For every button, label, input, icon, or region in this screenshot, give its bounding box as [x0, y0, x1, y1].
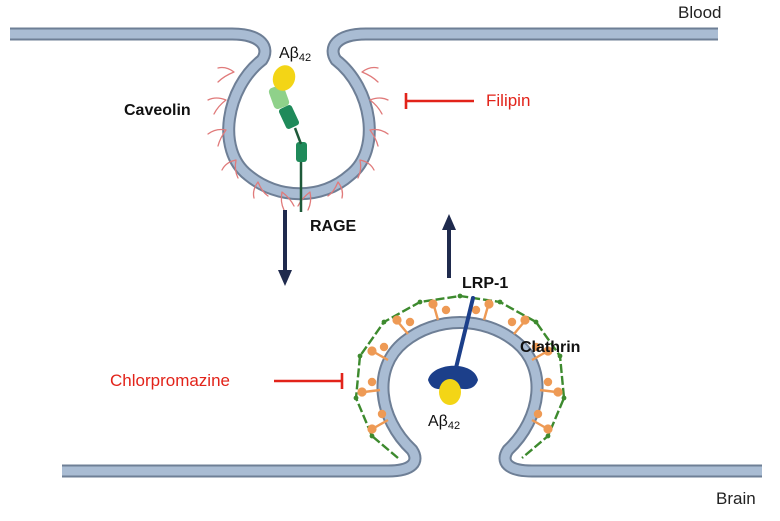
amyloid-label-bottom: Aβ42 — [428, 414, 460, 432]
amyloid-beta-brain — [439, 379, 461, 405]
rage-domain — [296, 142, 307, 162]
adaptor — [367, 342, 389, 362]
lrp1-label: LRP-1 — [462, 275, 509, 292]
adaptor — [367, 409, 389, 434]
brain-label: Brain — [716, 489, 756, 508]
brain-membrane-fill — [62, 318, 762, 476]
adaptor-proteins — [357, 299, 563, 434]
inhibition-symbols — [274, 93, 474, 389]
chlorpromazine-label: Chlorpromazine — [110, 371, 230, 390]
clathrin-vertices — [353, 293, 567, 439]
rage-linker — [293, 127, 303, 145]
influx-arrow-head — [278, 270, 292, 286]
rage-domain — [278, 105, 300, 129]
blood-label: Blood — [678, 3, 722, 22]
blood-membrane-fill — [10, 29, 718, 199]
adaptor — [357, 377, 381, 397]
caveolin-strand — [280, 191, 295, 211]
transport-arrows — [278, 210, 456, 286]
adaptor — [392, 315, 415, 335]
caveolin-strand — [297, 191, 312, 211]
caveolin-strand — [221, 159, 239, 179]
blood-membrane — [10, 27, 718, 201]
lrp1-stalk — [453, 296, 475, 374]
caveolin-strand — [217, 66, 235, 83]
adaptor — [507, 315, 530, 335]
lrp1-receptor — [428, 296, 478, 405]
adaptor — [428, 299, 451, 321]
caveolin-strand — [369, 97, 389, 115]
amyloid-beta-blood — [272, 65, 296, 91]
lrp1-binding-domain — [428, 365, 478, 390]
adaptor — [531, 342, 553, 362]
caveolin-coat — [207, 66, 389, 211]
clathrin-label: Clathrin — [520, 339, 581, 356]
filipin-label: Filipin — [486, 91, 531, 110]
amyloid-label-top: Aβ42 — [279, 46, 311, 64]
brain-membrane — [62, 316, 762, 478]
adaptor — [539, 377, 563, 397]
rage-domain — [268, 85, 290, 109]
caveolin-strand — [327, 181, 344, 199]
caveolin-strand — [252, 181, 269, 199]
rage-label: RAGE — [310, 218, 357, 235]
caveolin-strand — [357, 159, 375, 179]
caveolin-label: Caveolin — [124, 102, 191, 119]
adaptor — [531, 409, 553, 434]
efflux-arrow-head — [442, 214, 456, 230]
clathrin-coat — [353, 293, 567, 459]
amyloid-label-bottom-sub: 42 — [447, 420, 461, 432]
adaptor — [471, 299, 494, 321]
amyloid-label-top-sub: 42 — [298, 52, 312, 64]
amyloid-label-bottom-base: Aβ — [428, 413, 448, 430]
amyloid-label-top-base: Aβ — [279, 45, 299, 62]
caveolin-strand — [361, 66, 379, 83]
caveolin-strand — [369, 128, 389, 147]
rage-receptor — [268, 65, 307, 212]
caveolin-strand — [207, 128, 227, 147]
caveolin-strand — [207, 97, 227, 115]
